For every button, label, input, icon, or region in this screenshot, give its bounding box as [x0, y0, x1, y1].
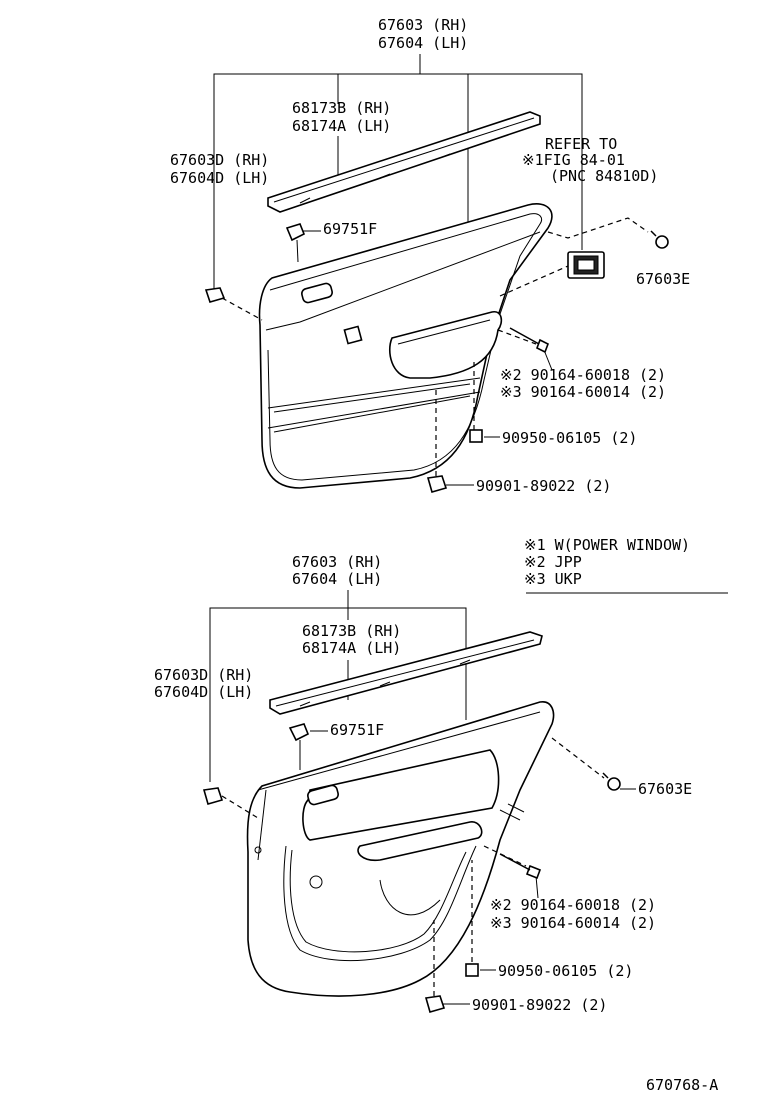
- bottom-board-clip: [202, 787, 224, 805]
- bottom-clip-label: 69751F: [330, 721, 384, 739]
- top-weatherstrip: [267, 111, 541, 213]
- bottom-weatherstrip: [269, 631, 543, 715]
- bottom-dashed-lines: [221, 737, 605, 996]
- top-clip-label: 69751F: [323, 220, 377, 238]
- bottom-weatherstrip-lh-label: 68174A (LH): [302, 639, 401, 657]
- bottom-screw-ukp-label: ※3 90164-60014 (2): [490, 914, 656, 932]
- top-door-panel: [258, 203, 553, 489]
- bottom-board-lh-label: 67604D (LH): [154, 683, 253, 701]
- top-board-clip: [204, 287, 226, 303]
- bottom-door-panel: [246, 701, 555, 997]
- top-weatherstrip-rh-label: 68173B (RH): [292, 99, 391, 117]
- bottom-screw-67603e: [602, 772, 621, 791]
- bottom-clip-90901: [424, 995, 446, 1013]
- bottom-nut-90950: [465, 963, 479, 977]
- top-screw-67603e: [650, 230, 669, 249]
- top-diagram: 67603 (RH) 67604 (LH) 68173B (RH) 68174A…: [170, 16, 690, 495]
- top-panel-rh-label: 67603 (RH): [378, 16, 468, 34]
- top-board-rh-label: 67603D (RH): [170, 151, 269, 169]
- bottom-board-rh-label: 67603D (RH): [154, 666, 253, 684]
- bottom-clip-69751f: [288, 723, 310, 770]
- bottom-nut-label: 90950-06105 (2): [498, 962, 633, 980]
- top-nut-label: 90950-06105 (2): [502, 429, 637, 447]
- legend-line-1: ※1 W(POWER WINDOW): [524, 536, 690, 554]
- top-screw-e-label: 67603E: [636, 270, 690, 288]
- bottom-diagram: 67603 (RH) 67604 (LH) 68173B (RH) 68174A…: [154, 553, 692, 1014]
- bottom-screw-jpp-label: ※2 90164-60018 (2): [490, 896, 656, 914]
- bottom-panel-rh-label: 67603 (RH): [292, 553, 382, 571]
- top-weatherstrip-lh-label: 68174A (LH): [292, 117, 391, 135]
- bottom-panel-lh-label: 67604 (LH): [292, 570, 382, 588]
- top-screw-90164: [509, 327, 550, 354]
- bottom-clip-bottom-label: 90901-89022 (2): [472, 996, 607, 1014]
- top-screw-jpp-label: ※2 90164-60018 (2): [500, 366, 666, 384]
- top-refer-pnc-label: (PNC 84810D): [550, 167, 658, 185]
- legend-line-2: ※2 JPP: [524, 553, 582, 571]
- top-clip-90901: [426, 475, 448, 493]
- legend-line-3: ※3 UKP: [524, 570, 582, 588]
- top-board-lh-label: 67604D (LH): [170, 169, 269, 187]
- top-nut-90950: [469, 429, 483, 443]
- bottom-weatherstrip-rh-label: 68173B (RH): [302, 622, 401, 640]
- figure-id-label: 670768-A: [646, 1076, 718, 1094]
- legend: ※1 W(POWER WINDOW) ※2 JPP ※3 UKP: [524, 536, 728, 594]
- bottom-screw-90164: [499, 853, 542, 880]
- top-clip-bottom-label: 90901-89022 (2): [476, 477, 611, 495]
- top-refer-fig-label: ※1FIG 84-01: [522, 151, 625, 169]
- top-dashed-lines: [221, 217, 649, 476]
- top-panel-lh-label: 67604 (LH): [378, 34, 468, 52]
- top-clip-69751f: [285, 223, 306, 263]
- bottom-screw-e-label: 67603E: [638, 780, 692, 798]
- top-screw-ukp-label: ※3 90164-60014 (2): [500, 383, 666, 401]
- top-refer-label: REFER TO: [545, 135, 617, 153]
- top-power-window-switch: [567, 251, 605, 279]
